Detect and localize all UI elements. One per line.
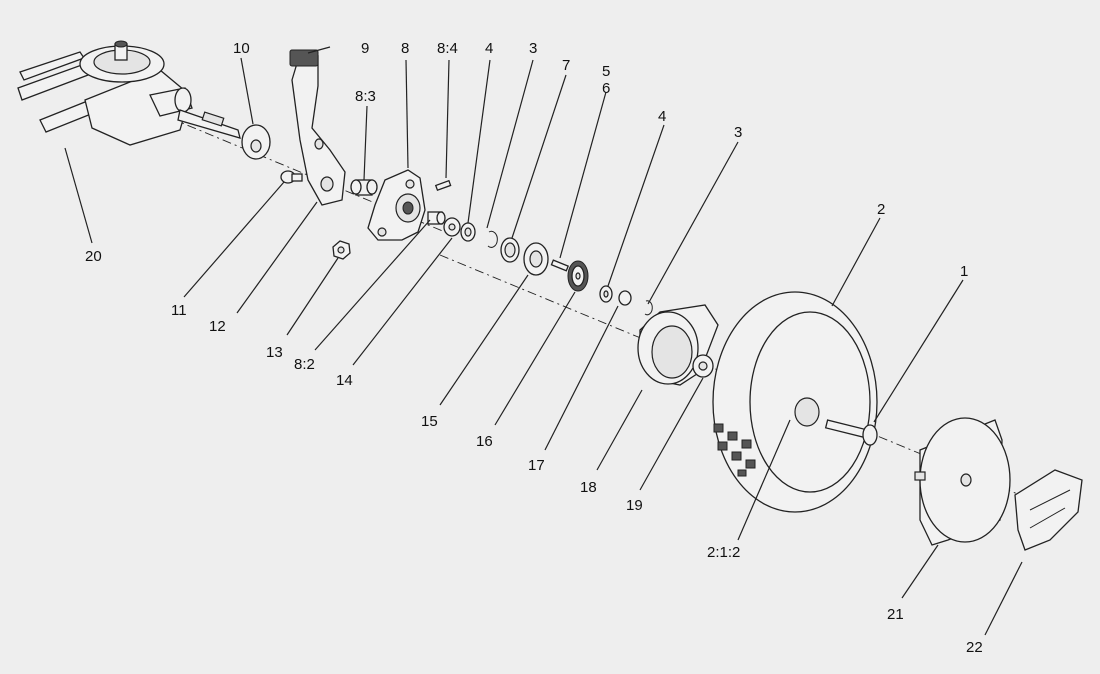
- callout-17: 17: [528, 457, 545, 474]
- bolt-11: [280, 170, 303, 184]
- callout-16: 16: [476, 433, 493, 450]
- wheel-cover-21: [914, 417, 1011, 546]
- callout-13: 13: [266, 344, 283, 361]
- gear-cover-18: [637, 304, 719, 386]
- callout-labels: 1 2 2:1:2 3 3 4 4 5 6 7 8 8:2 8:3 8:4 9 …: [85, 40, 983, 656]
- callout-2: 2: [877, 201, 885, 218]
- callout-3a: 3: [529, 40, 537, 57]
- washer-10: [241, 124, 271, 160]
- decorative-cap-22: [1014, 469, 1083, 551]
- callout-9: 9: [361, 40, 369, 57]
- callout-8-2: 8:2: [294, 356, 315, 373]
- callout-7: 7: [562, 57, 570, 74]
- transmission-assembly: [17, 40, 241, 146]
- washer-4b: [599, 285, 613, 303]
- wheel-2: [712, 291, 878, 513]
- retaining-ring-3b: [644, 300, 653, 316]
- hub-19: [692, 354, 714, 378]
- callout-15: 15: [421, 413, 438, 430]
- pinion-gear-16: [567, 260, 589, 292]
- drive-pin-5-6: [550, 259, 570, 272]
- callout-3b: 3: [734, 124, 742, 141]
- callout-1: 1: [960, 263, 968, 280]
- callout-19: 19: [626, 497, 643, 514]
- retaining-ring-3a: [487, 230, 498, 248]
- axle-bolt-1: [824, 419, 878, 446]
- callout-10: 10: [233, 40, 250, 57]
- callout-22: 22: [966, 639, 983, 656]
- bushing-17: [618, 290, 632, 306]
- bushing-8-2: [427, 211, 446, 225]
- callout-8-4: 8:4: [437, 40, 458, 57]
- callout-4a: 4: [485, 40, 493, 57]
- callout-4b: 4: [658, 108, 666, 125]
- washer-14: [443, 217, 461, 237]
- screw-8-4: [434, 179, 452, 192]
- wheel-bracket-8: [367, 169, 426, 241]
- callout-2-1-2: 2:1:2: [707, 544, 740, 561]
- leader-lines: [64, 46, 1023, 636]
- callout-21: 21: [887, 606, 904, 623]
- callout-8-3: 8:3: [355, 88, 376, 105]
- bearing-15: [523, 242, 549, 276]
- height-adjust-lever: [289, 49, 346, 206]
- nut-13: [332, 240, 351, 260]
- washer-4a: [460, 222, 476, 242]
- callout-20: 20: [85, 248, 102, 265]
- callout-18: 18: [580, 479, 597, 496]
- callout-8: 8: [401, 40, 409, 57]
- callout-5: 5: [602, 63, 610, 80]
- thrust-washer-7: [500, 237, 520, 263]
- callout-12: 12: [209, 318, 226, 335]
- callout-6: 6: [602, 80, 610, 97]
- spacer-8-3: [350, 179, 378, 196]
- callout-11: 11: [171, 302, 187, 319]
- callout-14: 14: [336, 372, 353, 389]
